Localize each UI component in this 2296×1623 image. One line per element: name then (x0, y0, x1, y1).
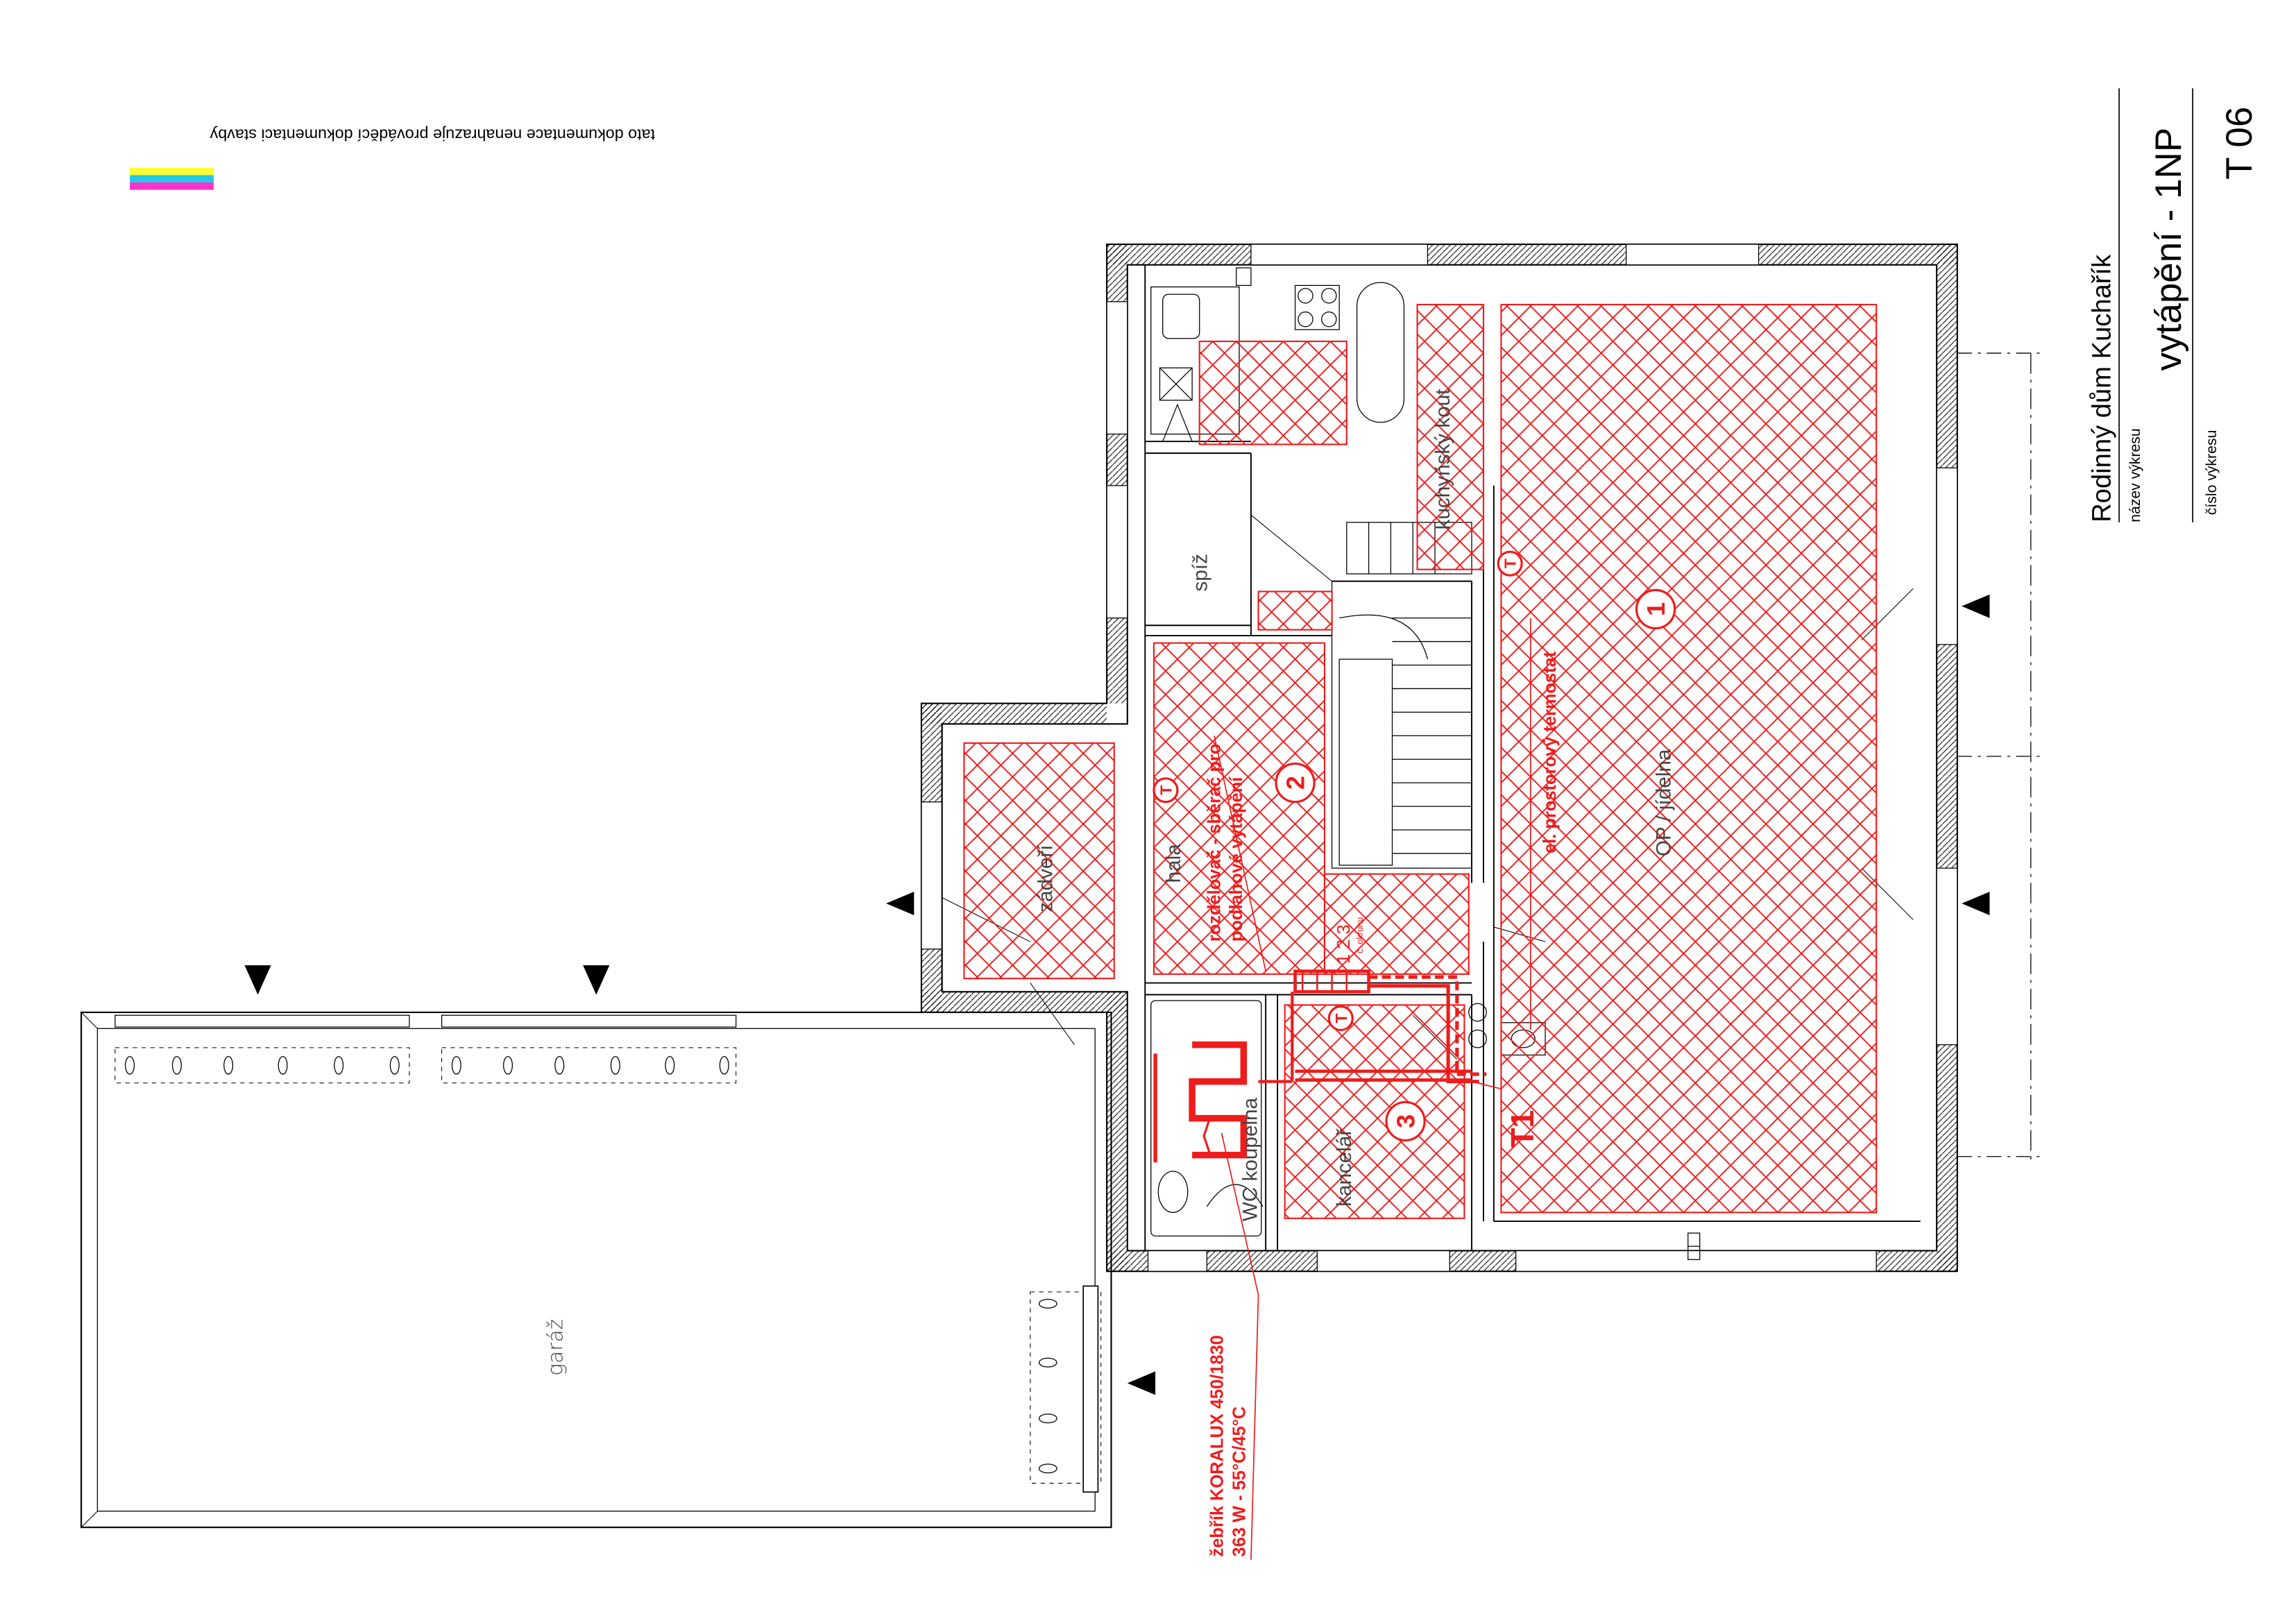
t1-tag: T1 (1504, 1110, 1540, 1148)
heating-pipes (1153, 618, 1531, 1560)
meter-symbol (1687, 1232, 1701, 1260)
axis-line-right (1957, 352, 2046, 1160)
disclaimer-text: tato dokumentace nenahrazuje prováděcí d… (210, 126, 655, 144)
room-label-spiz: spíž (1189, 554, 1211, 591)
project-name: Rodinný dům Kuchařík (2086, 254, 2116, 522)
room-label-zadveri: zádveří (1035, 844, 1057, 912)
section-marker-6 (1127, 1371, 1156, 1395)
zone-marker-1: 1 (1635, 588, 1676, 630)
staircase (1331, 522, 1472, 869)
garage-outer-wall (80, 1011, 1112, 1529)
thermostat-icon-living: T (1497, 550, 1523, 577)
heated-zone-kitchen-2 (1198, 340, 1347, 445)
zone-marker-3: 3 (1385, 1101, 1426, 1142)
manifold-circuit-caption: č. okruhu (1354, 917, 1365, 953)
garage-window-2 (441, 1014, 737, 1028)
manifold-note-line1: rozdělovač - sběrač pro (1205, 744, 1224, 942)
garage-door (1082, 1285, 1099, 1493)
heated-zone-zadveri (963, 742, 1115, 980)
svg-text:T: T (1332, 1013, 1350, 1023)
room-label-kancelar: kancelář (1333, 1128, 1356, 1207)
svg-text:T: T (1157, 785, 1175, 795)
section-marker-5 (583, 965, 610, 995)
kitchen-fixtures (1150, 267, 1405, 442)
heated-zone-office (1284, 1004, 1465, 1219)
heated-zone-hall-2 (1323, 873, 1470, 975)
manifold-note-line2: podlahové vytápění (1227, 776, 1246, 942)
section-marker-4 (244, 965, 271, 995)
garage-window-1 (114, 1014, 410, 1028)
heated-zone-spiz-front (1257, 590, 1333, 631)
radiator-ladder (1189, 1041, 1248, 1159)
room-label-wc-koupelna: WC koupelna (1239, 1097, 1261, 1221)
garage: garáž (80, 1011, 1112, 1529)
section-markers (244, 594, 1990, 1395)
radiator-note-line2: 363 W - 55°C/45°C (1230, 1407, 1249, 1557)
thermostat-icon-hall: T (1153, 777, 1179, 804)
drawing-number: T 06 (2219, 107, 2260, 180)
garage-inner-wall (96, 1028, 1096, 1512)
heating-annotations: el. prostorový termostat rozdělovač - sb… (1205, 651, 1559, 1556)
heated-zone-living (1500, 303, 1878, 1214)
zone-number-3: 3 (1391, 1114, 1420, 1128)
heated-zone-kitchen (1416, 303, 1485, 570)
thermostat-symbols: T T T (1153, 550, 1523, 1031)
color-bar-magenta (130, 182, 214, 190)
zone-number-2: 2 (1281, 776, 1309, 790)
heated-zones (963, 303, 1878, 1219)
room-label-hala: hala (1162, 844, 1185, 883)
drawing-name-caption: název výkresu (2127, 428, 2143, 522)
zone-markers: 1 2 3 (1275, 588, 1676, 1142)
svg-text:T: T (1502, 559, 1520, 568)
house-walls (920, 243, 1958, 1273)
zone-marker-2: 2 (1275, 762, 1316, 804)
section-marker-2 (1962, 892, 1990, 916)
drawing-name: vytápění - 1NP (2148, 128, 2189, 371)
section-marker-3 (886, 892, 915, 916)
room-label-kuchynsky-kout: kuchyňský kout (1431, 389, 1454, 530)
room-label-op-jidelna: OP / jídelna (1652, 749, 1675, 856)
thermostat-icon-office: T (1327, 1005, 1354, 1031)
thermostat-note: el. prostorový termostat (1540, 651, 1560, 853)
color-bar-yellow (130, 167, 214, 176)
heated-zone-hall (1153, 642, 1326, 975)
radiator-note-line1: žebřík KORALUX 450/1830 (1208, 1335, 1227, 1557)
title-block: Rodinný dům Kuchařík název výkresu vytáp… (2086, 88, 2260, 522)
section-marker-1 (1962, 594, 1990, 618)
room-labels: kuchyňský kout spíž hala zádveří OP / jí… (1035, 389, 1676, 1221)
zone-number-1: 1 (1642, 602, 1670, 616)
disclaimer-block: tato dokumentace nenahrazuje prováděcí d… (130, 126, 655, 190)
manifold-circuit-numbers: 1 2 3 (1334, 924, 1354, 964)
room-label-garaz: garáž (543, 1319, 568, 1376)
color-bar-cyan (130, 175, 214, 182)
drawing-number-caption: číslo výkresu (2204, 430, 2220, 515)
